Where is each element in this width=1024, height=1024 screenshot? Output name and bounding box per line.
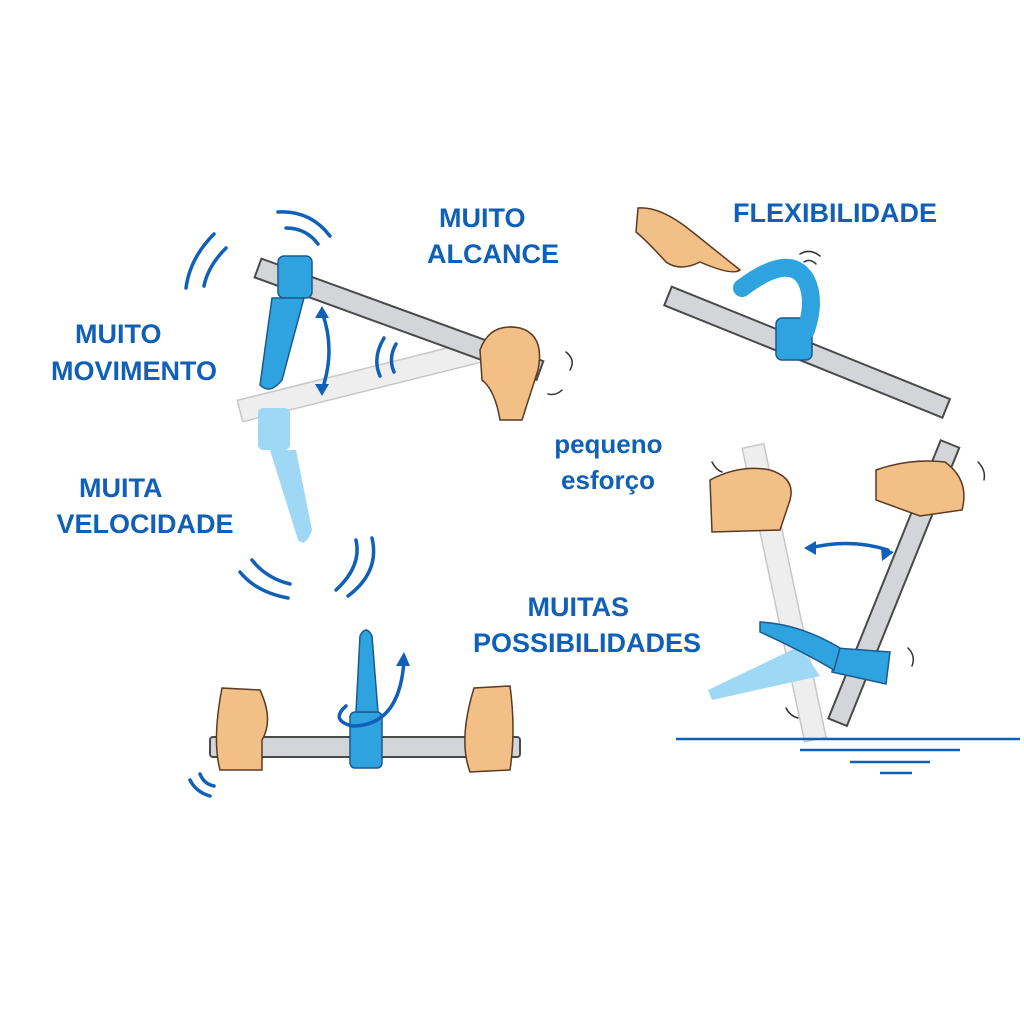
label-muita-velocidade: MUITA VELOCIDADE: [56, 473, 233, 539]
flexible-bar: [635, 207, 952, 419]
label-pequeno-esforco: pequeno esforço: [554, 429, 670, 495]
up-down-arrow-icon: [320, 310, 331, 392]
motion-waves-icon: [184, 210, 573, 600]
main-bar-top-left: [253, 255, 545, 421]
label-muitas-possibilidades: MUITAS POSSIBILIDADES: [473, 592, 701, 658]
label-flexibilidade: FLEXIBILIDADE: [733, 198, 937, 228]
pivot-bars: [708, 438, 986, 743]
label-muito-movimento: MUITO MOVIMENTO: [51, 319, 217, 386]
label-muito-alcance: MUITO ALCANCE: [427, 203, 559, 269]
ground-lines: [676, 737, 1020, 775]
horizontal-bar: [188, 629, 521, 798]
faded-bar-ghost: [236, 338, 487, 543]
